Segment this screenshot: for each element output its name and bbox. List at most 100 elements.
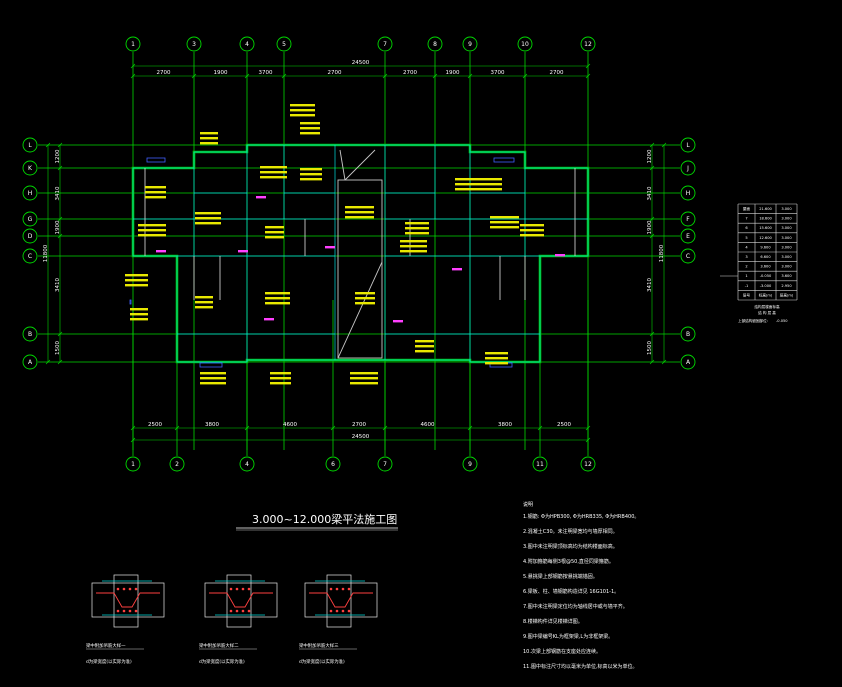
beam-labels — [125, 104, 565, 385]
beam-label-21-line-0 — [270, 372, 291, 375]
axis-right-1-circle — [680, 160, 696, 176]
axis-left-2-circle — [22, 185, 38, 201]
axis-bottom-7-label: 12 — [584, 461, 592, 468]
axis-left-0-circle — [22, 137, 38, 153]
dim-bottom-text-6: 2500 — [557, 422, 571, 428]
beam-label-18-line-1 — [520, 229, 544, 232]
table-cell-9-0: 层号 — [743, 292, 751, 297]
table-cell-9-1: 标高(m) — [759, 292, 773, 297]
table-cell-2-2: 3.000 — [781, 226, 792, 230]
axis-top-4-label: 7 — [383, 41, 387, 48]
dim-top-total-text-0: 24500 — [352, 60, 370, 66]
beam-label-23-line-2 — [485, 362, 508, 365]
beam-label-22-line-2 — [350, 382, 378, 385]
dim-top-tick-0 — [130, 73, 136, 79]
beam-label-3-line-1 — [260, 171, 287, 174]
axis-top-3-circle — [276, 36, 292, 52]
table-cell-5-2: 3.000 — [781, 255, 792, 259]
dim-right-tick-2 — [649, 216, 655, 222]
beam-label-14-line-0 — [355, 292, 375, 295]
beam-label-24-line-0 — [130, 308, 148, 311]
axis-right-7-label: A — [686, 359, 691, 366]
table-cell-4-1: 9.600 — [760, 245, 771, 249]
note-item-5: 6.梁板、柱、墙钢筋构造详见 16G101-1。 — [523, 588, 619, 595]
table-note-1: 上部结构嵌固部位: — [738, 318, 768, 323]
table-cell-6-2: 3.000 — [781, 265, 792, 269]
beam-label-18-line-0 — [520, 224, 544, 227]
axis-bottom-6-label: 11 — [536, 461, 544, 468]
dim-bottom-tick-0 — [130, 425, 136, 431]
beam-label-0-line-2 — [200, 142, 218, 145]
detail-2-dot-top-2 — [341, 587, 345, 591]
dim-right-text-2: 1900 — [647, 220, 653, 234]
axis-left-3-label: G — [28, 216, 33, 223]
axis-right-6-label: B — [686, 331, 690, 338]
beam-label-8-line-2 — [195, 222, 221, 225]
beam-label-24-line-2 — [130, 318, 148, 321]
dim-top-total-tick-0 — [130, 63, 136, 69]
detail-0-frame — [91, 582, 165, 618]
dim-top-text-1: 1900 — [214, 70, 228, 76]
detail-1-dot-top-0 — [229, 587, 233, 591]
beam-label-8-line-0 — [195, 212, 221, 215]
dim-top-text-2: 3700 — [259, 70, 273, 76]
dim-left-text-4: 1500 — [55, 341, 61, 355]
dim-bottom-text-2: 4600 — [283, 422, 297, 428]
beam-label-1-line-2 — [290, 114, 315, 117]
beam-label-6-line-1 — [405, 227, 429, 230]
dim-top-tick-7 — [522, 73, 528, 79]
beam-label-20-line-0 — [200, 372, 226, 375]
dim-left-tick-0 — [57, 142, 63, 148]
beam-label-25-line-1 — [455, 183, 480, 186]
window-mark-2 — [146, 157, 166, 163]
detail-1-dot-bottom-1 — [235, 609, 239, 613]
detail-2-dot-bottom-2 — [341, 609, 345, 613]
beam-label-9-line-1 — [145, 191, 166, 194]
axis-bottom-6-circle — [532, 456, 548, 472]
dim-right-tick-4 — [649, 331, 655, 337]
beam-tag-5 — [156, 250, 166, 253]
beam-label-15-line-2 — [400, 250, 427, 253]
detail-1-dot-bottom-2 — [241, 609, 245, 613]
dim-top-tick-5 — [432, 73, 438, 79]
axis-bottom-5-label: 9 — [468, 461, 472, 468]
detail-1-column — [226, 574, 252, 628]
beam-label-25-line-2 — [455, 188, 480, 191]
dim-top-tick-6 — [467, 73, 473, 79]
stair-break-2 — [344, 149, 376, 181]
beam-label-19-line-2 — [415, 350, 434, 353]
table-caption: 结构层楼面标高 — [754, 304, 780, 309]
axis-top-7-circle — [517, 36, 533, 52]
table-cell-3-1: 12.600 — [759, 236, 772, 240]
axis-top-5-label: 8 — [433, 41, 437, 48]
detail-0-sub: d为梁宽度(以实际为准) — [86, 658, 132, 665]
stair-box — [337, 179, 383, 359]
axis-top-2-label: 4 — [245, 41, 249, 48]
table-cell-4-2: 3.000 — [781, 245, 792, 249]
beam-label-15-line-0 — [400, 240, 427, 243]
detail-1-frame — [204, 582, 278, 618]
axis-bottom-5-circle — [462, 456, 478, 472]
detail-2-column — [326, 574, 352, 628]
detail-2-dot-bottom-1 — [335, 609, 339, 613]
axis-right-2-label: H — [686, 190, 691, 197]
table-cell-4-0: 4 — [745, 245, 748, 249]
axis-top-1-label: 3 — [192, 41, 196, 48]
beam-label-11-line-1 — [125, 279, 148, 282]
dim-top-text-3: 2700 — [328, 70, 342, 76]
dim-left-text-2: 1900 — [55, 220, 61, 234]
dim-top-text-4: 2700 — [403, 70, 417, 76]
beam-label-23-line-0 — [485, 352, 508, 355]
building-beam-outline — [132, 144, 589, 363]
axis-bottom-1-label: 2 — [175, 461, 179, 468]
beam-label-19-line-1 — [415, 345, 434, 348]
beam-label-21-line-2 — [270, 382, 291, 385]
dim-left-tick-3 — [57, 233, 63, 239]
beam-label-20-line-2 — [200, 382, 226, 385]
note-item-1: 2.混凝土C30。未注明梁宽均与墙厚相同。 — [523, 528, 618, 535]
dim-bottom-text-4: 4600 — [421, 422, 435, 428]
